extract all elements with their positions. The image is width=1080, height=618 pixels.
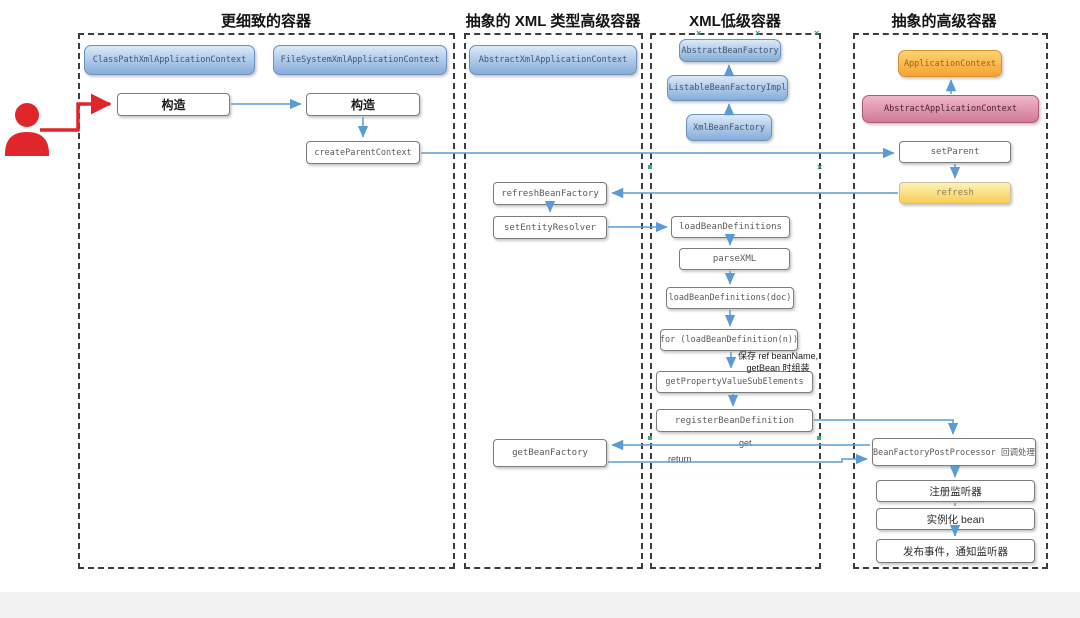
node-register-listeners: 注册监听器 (876, 480, 1035, 502)
lane-detailed-containers (78, 33, 455, 569)
annotation-line-2: getBean 时组装 (746, 363, 810, 373)
node-classpathxmlapplicationcontext: ClassPathXmlApplicationContext (84, 45, 255, 75)
node-listablebeanfactoryimpl: ListableBeanFactoryImpl (667, 75, 788, 101)
node-instantiate-bean: 实例化 bean (876, 508, 1035, 530)
node-abstractxmlapplicationcontext: AbstractXmlApplicationContext (469, 45, 637, 75)
node-filesystemxmlapplicationcontext: FileSystemXmlApplicationContext (273, 45, 447, 75)
annotation-line-1: 保存 ref beanName, (737, 351, 819, 361)
node-getpropertyvaluesubelements: getPropertyValueSubElements (656, 371, 813, 393)
lane-title-detailed: 更细致的容器 (220, 13, 311, 30)
selection-handle-icon: × (817, 162, 823, 172)
node-abstractapplicationcontext: AbstractApplicationContext (862, 95, 1039, 123)
lane-abstract-xml-containers (464, 33, 643, 569)
selection-handle-icon (817, 436, 821, 440)
node-construct-2: 构造 (306, 93, 420, 116)
edge-label-return: return (666, 454, 694, 464)
selection-handle-icon: × (755, 28, 761, 38)
node-abstractbeanfactory: AbstractBeanFactory (679, 39, 781, 62)
user-icon (5, 103, 49, 156)
lane-title-abstract-high-level: 抽象的高级容器 (891, 13, 997, 30)
node-createparentcontext: createParentContext (306, 141, 420, 164)
node-beanfactorypostprocessor-callback: BeanFactoryPostProcessor 回调处理 (872, 438, 1036, 466)
annotation-save-ref-beanname: 保存 ref beanName, getBean 时组装 (733, 350, 823, 374)
node-xmlbeanfactory: XmlBeanFactory (686, 114, 772, 141)
node-publish-events-notify-listeners: 发布事件，通知监听器 (876, 539, 1035, 563)
node-applicationcontext: ApplicationContext (898, 50, 1002, 77)
node-setparent: setParent (899, 141, 1011, 163)
node-refreshbeanfactory: refreshBeanFactory (493, 182, 607, 205)
lane-xml-low-level-containers (650, 33, 821, 569)
node-refresh: refresh (899, 182, 1011, 204)
footer-strip (0, 592, 1080, 618)
node-getbeanfactory: getBeanFactory (493, 439, 607, 467)
node-loadbeandefinitions: loadBeanDefinitions (671, 216, 790, 238)
lane-abstract-high-level-containers (853, 33, 1048, 569)
node-parsexml: parseXML (679, 248, 790, 270)
node-for-loadbeandefinition: for (loadBeanDefinition(n)) (660, 329, 798, 351)
node-construct-1: 构造 (117, 93, 230, 116)
node-registerbeandefinition: registerBeanDefinition (656, 409, 813, 432)
node-loadbeandefinitions-doc: loadBeanDefinitions(doc) (666, 287, 794, 309)
selection-handle-icon: × (696, 28, 702, 38)
edge-label-get: get (737, 438, 754, 448)
selection-handle-icon (648, 165, 652, 169)
node-setentityresolver: setEntityResolver (493, 216, 607, 239)
selection-handle-icon: × (814, 28, 820, 38)
lane-title-xml-low-level: XML低级容器 (689, 13, 781, 30)
selection-handle-icon (648, 436, 652, 440)
lane-title-abstract-xml: 抽象的 XML 类型高级容器 (465, 13, 641, 30)
